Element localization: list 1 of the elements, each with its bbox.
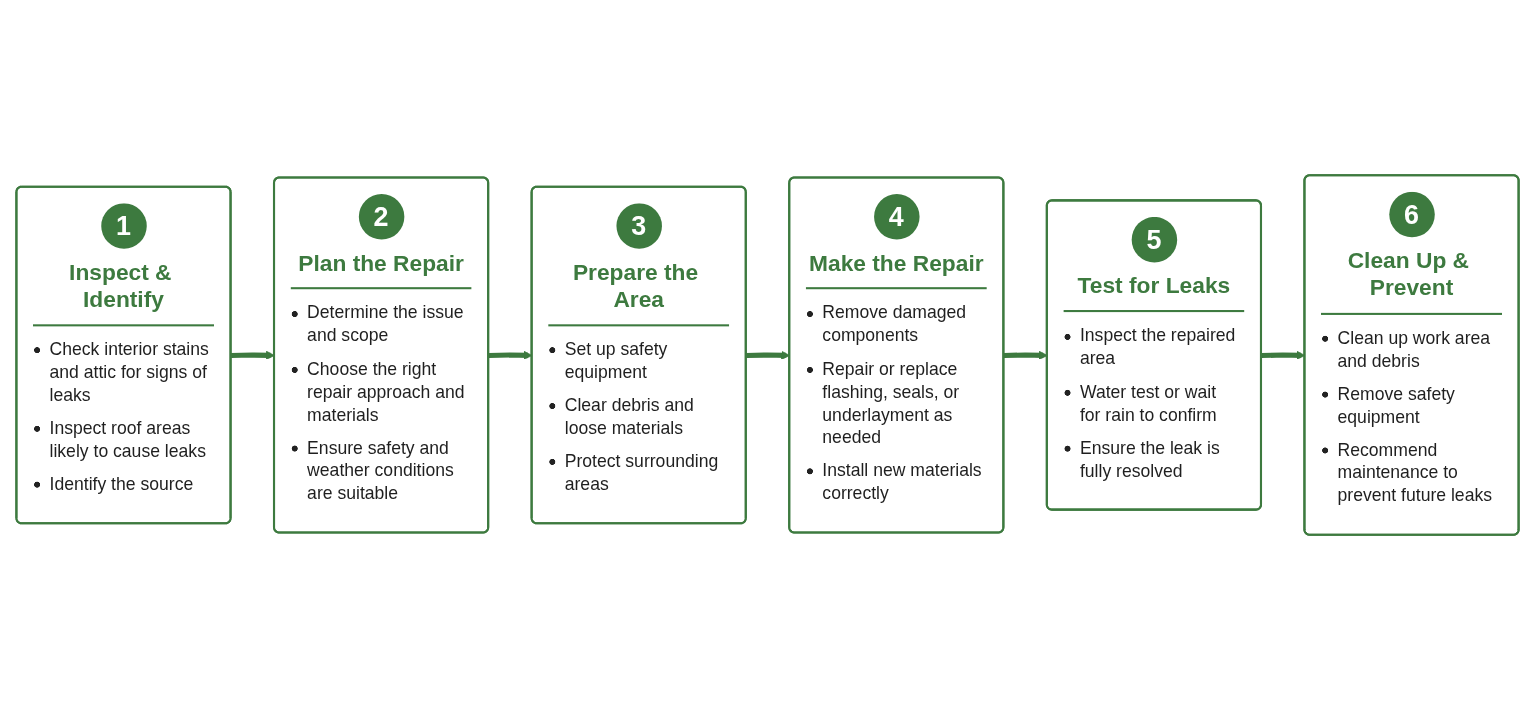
arrow	[231, 350, 275, 360]
